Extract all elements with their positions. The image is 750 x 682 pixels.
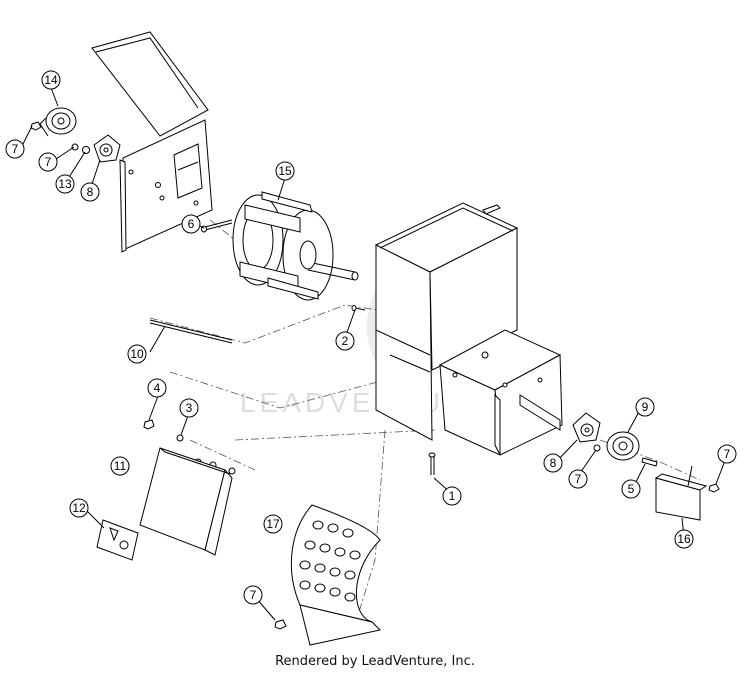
part-7-nut-bottom — [274, 619, 287, 630]
callout-13-label: 13 — [58, 177, 72, 191]
callout-8-label: 8 — [550, 456, 557, 470]
callout-7: 7 — [243, 585, 263, 605]
part-7-nut-farright — [708, 483, 720, 493]
callout-7-label: 7 — [250, 588, 257, 602]
callout-7: 7 — [717, 444, 737, 464]
main-hopper — [374, 202, 519, 441]
callout-17: 17 — [263, 514, 283, 534]
screen-holes — [299, 520, 361, 602]
callout-14-label: 14 — [44, 73, 58, 87]
part-12-decal — [96, 519, 139, 561]
callout-5-label: 5 — [628, 482, 635, 496]
callout-7: 7 — [5, 139, 25, 159]
callout-1-label: 1 — [449, 489, 456, 503]
part-11-cover — [139, 447, 233, 556]
callout-14: 14 — [41, 70, 61, 90]
part-8-bearing-left — [93, 134, 121, 163]
callout-16: 16 — [674, 529, 694, 549]
callout-8: 8 — [80, 182, 100, 202]
callout-10: 10 — [127, 344, 147, 364]
callout-7: 7 — [38, 152, 58, 172]
part-7-nut-left — [30, 121, 42, 131]
callout-16-label: 16 — [677, 532, 691, 546]
callouts: 14 7 7 13 8 15 6 2 10 4 3 11 12 17 7 1 8… — [5, 70, 737, 605]
callout-12-label: 12 — [72, 501, 86, 515]
callout-7: 7 — [568, 469, 588, 489]
callout-17-label: 17 — [266, 517, 280, 531]
part-15-rotor — [232, 191, 359, 301]
part-14-hub — [39, 107, 77, 137]
part-5-key — [641, 457, 658, 467]
part-16-guard — [654, 465, 708, 521]
callout-2-label: 2 — [342, 334, 349, 348]
part-8-bearing-right — [572, 412, 601, 443]
callout-1: 1 — [442, 486, 462, 506]
callout-3-label: 3 — [186, 401, 193, 415]
part-7-nut-right — [593, 444, 601, 452]
callout-7-label: 7 — [45, 155, 52, 169]
footer-credit: Rendered by LeadVenture, Inc. — [275, 654, 475, 669]
callout-6-label: 6 — [188, 217, 195, 231]
callout-9-label: 9 — [642, 400, 649, 414]
lower-frame-bracket — [438, 329, 563, 456]
callout-6: 6 — [181, 214, 201, 234]
callout-4-label: 4 — [154, 381, 161, 395]
part-9-pulley — [606, 431, 640, 461]
part-13-washer — [71, 143, 90, 154]
part-6-bolt — [201, 219, 233, 233]
callout-7-label: 7 — [575, 472, 582, 486]
callout-2: 2 — [335, 331, 355, 351]
callout-13: 13 — [55, 174, 75, 194]
callout-4: 4 — [147, 378, 167, 398]
part-10-rod — [149, 319, 233, 344]
part-1-bolt — [428, 452, 436, 475]
callout-8-label: 8 — [87, 185, 94, 199]
part-4-nut — [143, 419, 155, 430]
callout-15: 15 — [275, 161, 295, 181]
callout-9: 9 — [635, 397, 655, 417]
callout-8: 8 — [543, 453, 563, 473]
callout-11: 11 — [110, 456, 130, 476]
part-17-screen — [290, 504, 382, 646]
callout-15-label: 15 — [278, 164, 292, 178]
callout-7-label: 7 — [724, 447, 731, 461]
callout-7-label: 7 — [12, 142, 19, 156]
callout-10-label: 10 — [130, 347, 144, 361]
callout-3: 3 — [179, 398, 199, 418]
callout-5: 5 — [621, 479, 641, 499]
part-2-screw — [351, 305, 366, 311]
callout-12: 12 — [69, 498, 89, 518]
callout-11-label: 11 — [114, 459, 127, 473]
